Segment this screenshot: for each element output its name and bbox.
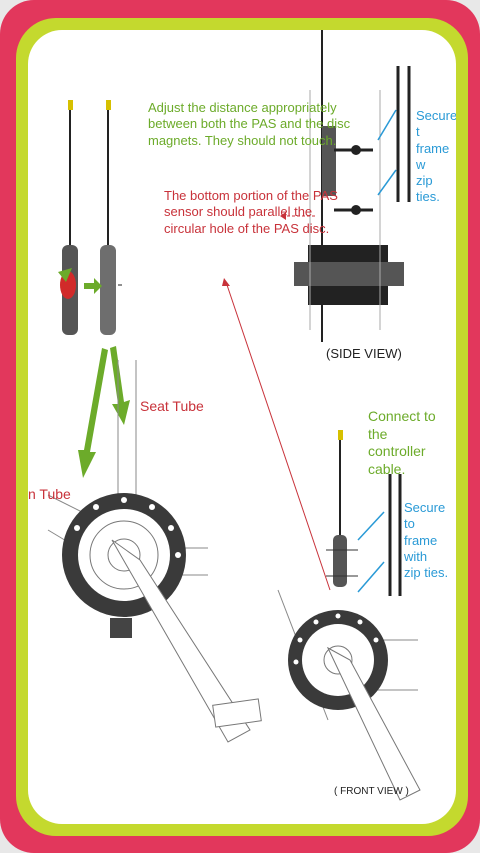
green-arrow-down-right <box>110 346 130 425</box>
pas-disc-left <box>62 493 262 743</box>
connect-controller-note: Connect to the controller cable. <box>368 408 436 477</box>
pas-sensor-red <box>58 245 78 335</box>
green-arrow-small <box>84 278 102 294</box>
front-view-assembly <box>277 430 421 801</box>
green-arrow-down-left <box>78 348 108 478</box>
pas-sensor-gray <box>100 245 122 335</box>
side-view-assembly <box>280 30 411 342</box>
seat-tube-label: Seat Tube <box>140 398 204 414</box>
secure-zip-ties-bottom: Secure to frame with zip ties. <box>404 500 449 580</box>
side-view-label: (SIDE VIEW) <box>326 346 402 361</box>
adjust-distance-note: Adjust the distance appropriately betwee… <box>148 100 351 148</box>
down-tube-label: n Tube <box>28 486 71 502</box>
diagram-drawing <box>47 30 421 801</box>
bottom-portion-note: The bottom portion of the PAS sensor sho… <box>164 188 338 236</box>
installation-diagram: Adjust the distance appropriately betwee… <box>28 30 456 824</box>
secure-zip-ties-top: Secure t frame w zip ties. <box>416 108 456 205</box>
red-pointer-line <box>225 281 331 591</box>
pas-sensor-cables <box>68 100 111 245</box>
front-view-label: ( FRONT VIEW ) <box>334 786 409 797</box>
